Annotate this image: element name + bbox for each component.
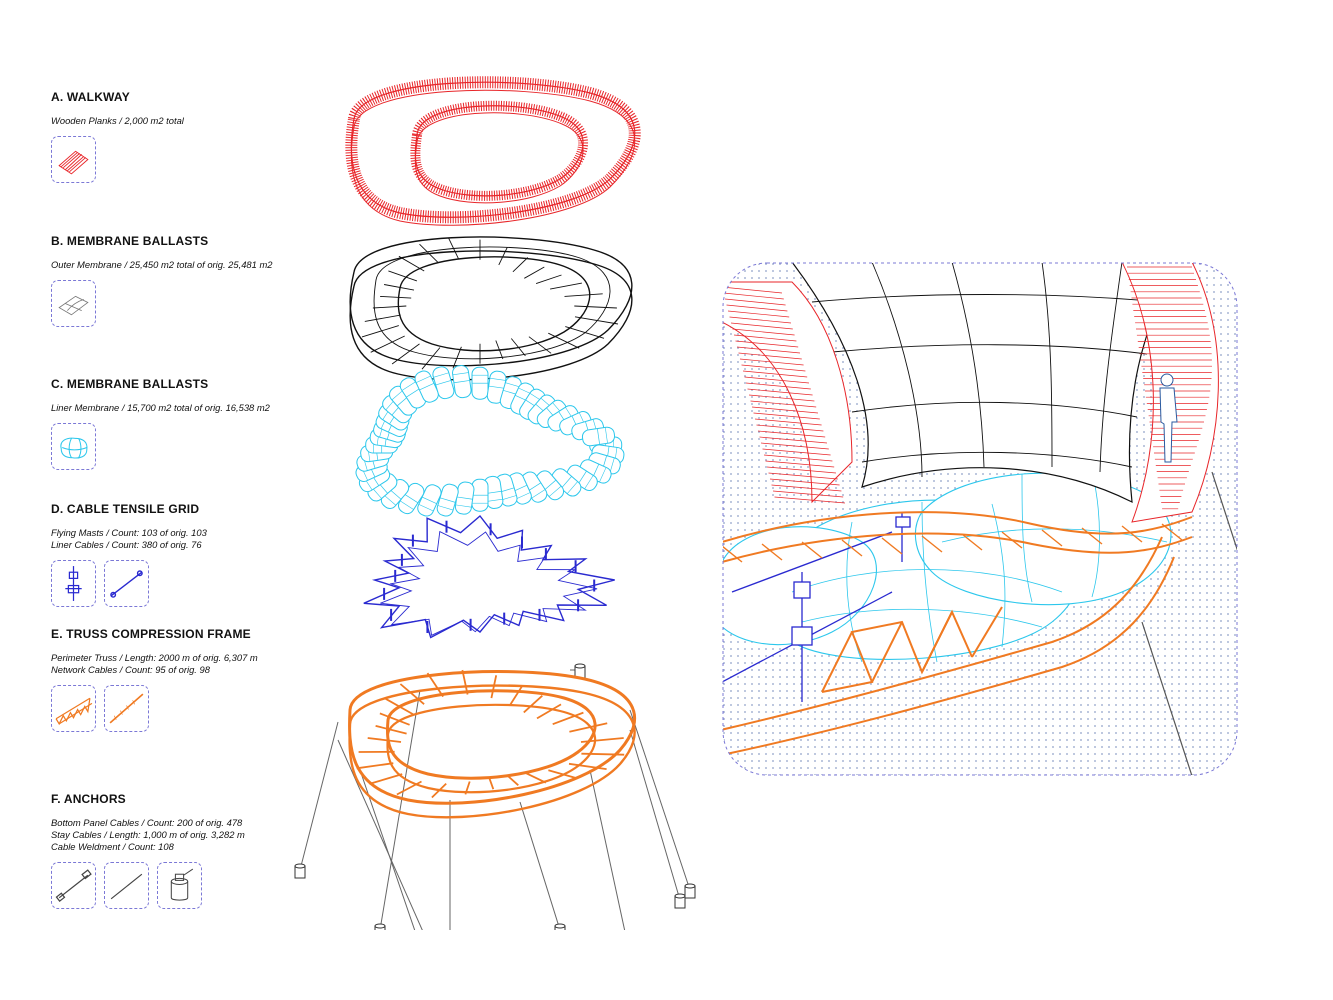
section-detail: Network Cables / Count: 95 of orig. 98 [51, 664, 210, 675]
detail-perspective-view [722, 262, 1238, 776]
perimeter-truss-icon [51, 685, 96, 732]
section-title: F. ANCHORS [51, 792, 126, 806]
bottom-panel-cable-icon [51, 862, 96, 909]
section-detail: Perimeter Truss / Length: 2000 m of orig… [51, 652, 258, 663]
exploded-axonometric-diagram [294, 76, 696, 930]
section-detail: Stay Cables / Length: 1,000 m of orig. 3… [51, 829, 245, 840]
legend-section-walkway: A. WALKWAY Wooden Planks / 2,000 m2 tota… [51, 90, 184, 183]
human-figure [1159, 373, 1178, 463]
stay-cable-icon [104, 862, 149, 909]
network-cable-icon [104, 685, 149, 732]
detail-frame [722, 262, 1238, 776]
liner-membrane-layer [355, 365, 625, 517]
section-title: E. TRUSS COMPRESSION FRAME [51, 627, 251, 641]
walkway-layer [345, 76, 641, 226]
planks-icon [51, 136, 96, 183]
section-detail: Wooden Planks / 2,000 m2 total [51, 115, 184, 126]
section-detail: Outer Membrane / 25,450 m2 total of orig… [51, 259, 273, 270]
section-detail: Cable Weldment / Count: 108 [51, 841, 174, 852]
section-detail: Liner Cables / Count: 380 of orig. 76 [51, 539, 202, 550]
section-title: A. WALKWAY [51, 90, 130, 104]
section-title: B. MEMBRANE BALLASTS [51, 234, 209, 248]
legend-section-truss: E. TRUSS COMPRESSION FRAME Perimeter Tru… [51, 627, 258, 732]
section-detail: Flying Masts / Count: 103 of orig. 103 [51, 527, 207, 538]
section-detail: Liner Membrane / 15,700 m2 total of orig… [51, 402, 270, 413]
outer-membrane-layer [349, 236, 633, 381]
section-title: C. MEMBRANE BALLASTS [51, 377, 209, 391]
truss-frame-layer [348, 669, 637, 819]
flying-mast-icon [51, 560, 96, 607]
legend-section-liner-membrane: C. MEMBRANE BALLASTS Liner Membrane / 15… [51, 377, 270, 470]
legend-section-cable-grid: D. CABLE TENSILE GRID Flying Masts / Cou… [51, 502, 207, 607]
section-detail: Bottom Panel Cables / Count: 200 of orig… [51, 817, 243, 828]
legend-section-anchors: F. ANCHORS Bottom Panel Cables / Count: … [51, 792, 245, 909]
cable-weldment-icon [157, 862, 202, 909]
legend-section-outer-membrane: B. MEMBRANE BALLASTS Outer Membrane / 25… [51, 234, 272, 327]
outer-membrane-icon [51, 280, 96, 327]
component-legend: A. WALKWAY Wooden Planks / 2,000 m2 tota… [0, 0, 300, 1000]
liner-cable-icon [104, 560, 149, 607]
liner-cushion-icon [51, 423, 96, 470]
section-title: D. CABLE TENSILE GRID [51, 502, 200, 516]
cable-grid-layer [363, 514, 615, 639]
